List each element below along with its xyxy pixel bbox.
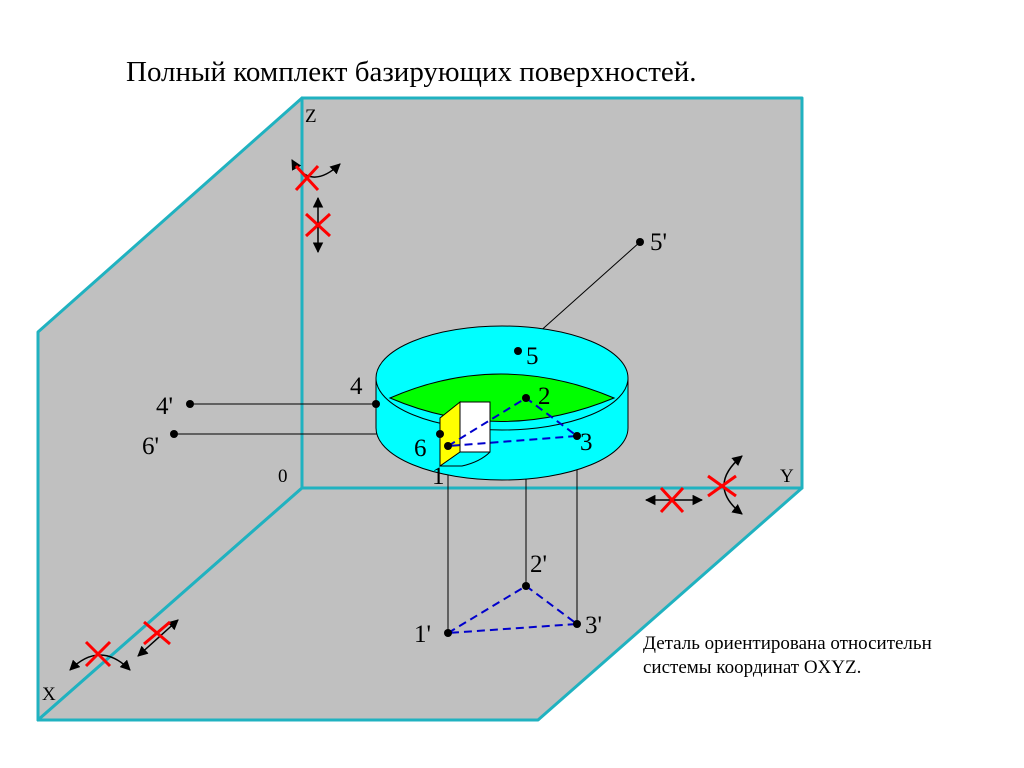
- restriction-y-translation: [644, 486, 704, 514]
- point-4: [372, 400, 380, 408]
- label-point-5: 5: [526, 343, 539, 370]
- restriction-x-rotation: [69, 640, 131, 671]
- point-1-projection: [444, 629, 452, 637]
- point-2-projection: [522, 582, 530, 590]
- label-point-3: 3: [580, 429, 593, 456]
- label-point-6-projection: 6': [142, 433, 159, 460]
- point-3: [573, 432, 581, 440]
- base-points: [170, 238, 644, 637]
- point-5: [514, 347, 522, 355]
- label-point-2: 2: [538, 383, 551, 410]
- point-6: [436, 430, 444, 438]
- point-4-projection: [186, 400, 194, 408]
- axis-label-y: Y: [780, 466, 794, 487]
- base-triangles: [447, 396, 580, 634]
- label-point-3-projection: 3': [585, 612, 602, 639]
- point-2: [522, 394, 530, 402]
- label-point-6: 6: [414, 435, 427, 462]
- point-3-projection: [573, 620, 581, 628]
- restriction-x-translation: [137, 619, 179, 657]
- caption-line-2: системы координат OXYZ.: [643, 657, 862, 678]
- restriction-z-rotation: [291, 159, 341, 192]
- notch-face-white: [459, 401, 491, 453]
- plane-xy: [36, 486, 804, 722]
- diagram-title: Полный комплект базирующих поверхностей.: [126, 56, 697, 88]
- label-point-5-projection: 5': [650, 229, 667, 256]
- label-point-2-projection: 2': [530, 551, 547, 578]
- point-6-projection: [170, 430, 178, 438]
- orientation-caption: Деталь ориентирована относительн системы…: [643, 632, 932, 680]
- label-point-1-projection: 1': [414, 621, 431, 648]
- cylindrical-part: [375, 325, 629, 481]
- axis-label-origin: 0: [278, 466, 288, 487]
- label-point-4: 4: [350, 373, 363, 400]
- notch-bottom: [440, 451, 491, 467]
- point-1: [444, 442, 452, 450]
- axis-label-x: X: [42, 684, 56, 705]
- restriction-y-rotation: [707, 455, 743, 515]
- projection-triangle: [447, 584, 580, 634]
- label-point-1: 1: [432, 463, 445, 490]
- label-point-4-projection: 4': [156, 393, 173, 420]
- point-5-projection: [636, 238, 644, 246]
- top-triangle: [447, 396, 580, 447]
- restriction-z-translation: [304, 196, 332, 254]
- caption-line-1: Деталь ориентирована относительн: [643, 633, 932, 654]
- axis-label-z: Z: [305, 106, 317, 127]
